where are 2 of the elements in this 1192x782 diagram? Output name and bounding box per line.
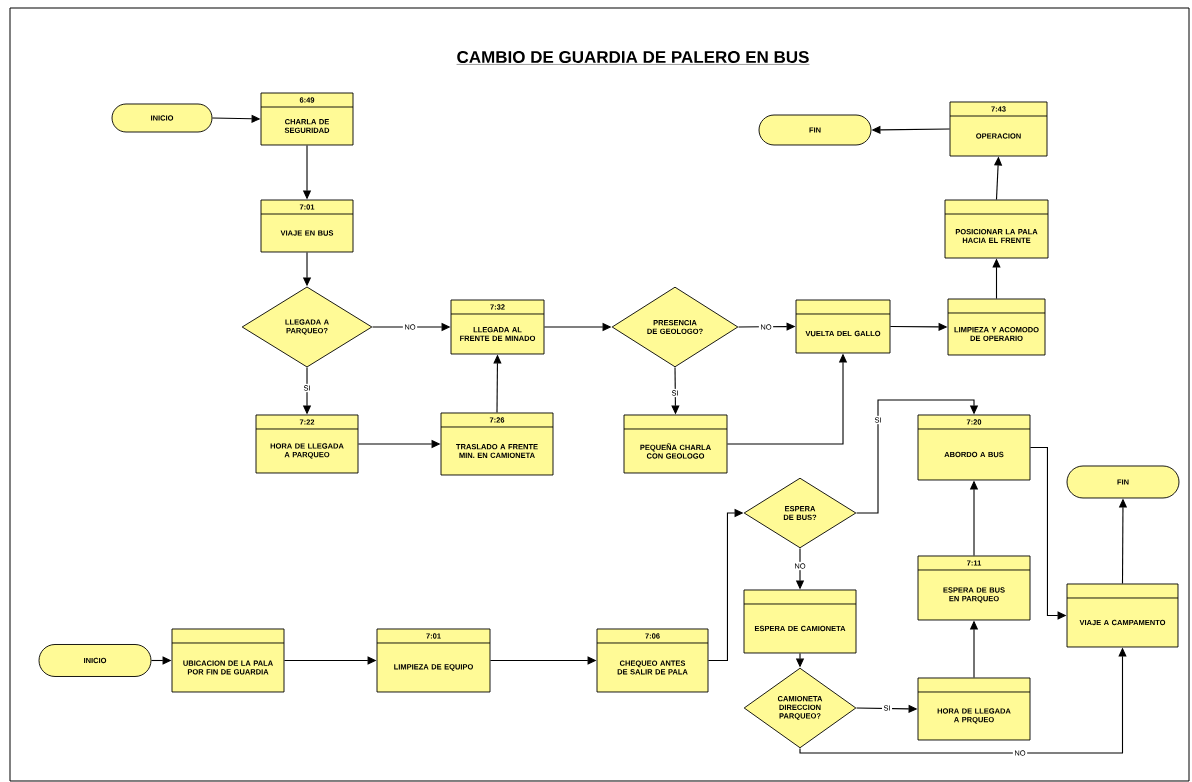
arrow (855, 399, 979, 514)
title: CAMBIO DE GUARDIA DE PALERO EN BUS (456, 51, 810, 65)
